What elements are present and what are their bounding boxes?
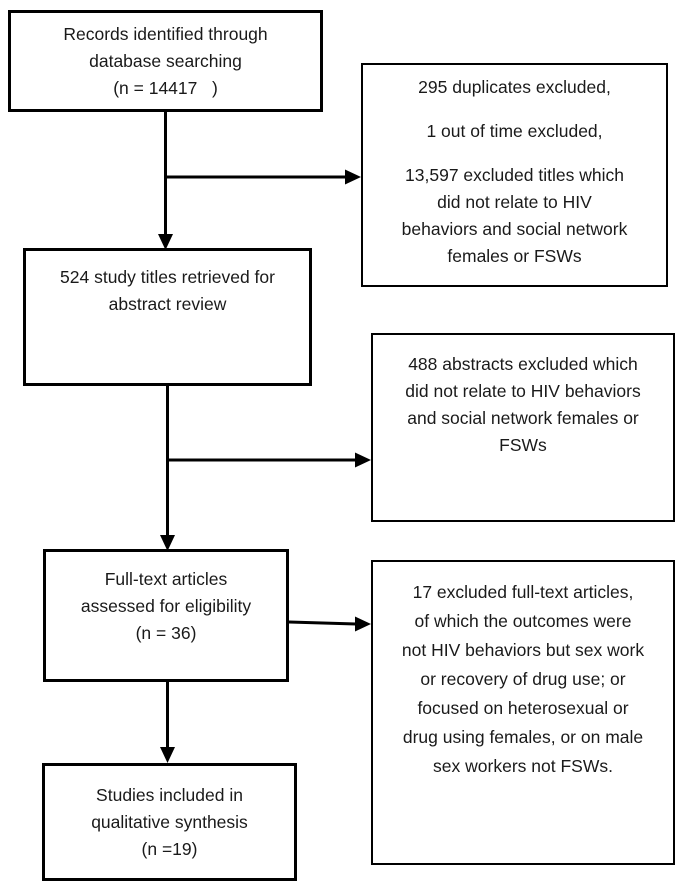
box-text-line: Studies included in xyxy=(96,784,243,805)
box-abstract-review: 524 study titles retrieved for abstract … xyxy=(23,248,312,386)
box-text-line: females or FSWs xyxy=(447,246,582,266)
box-text-line: and social network females or xyxy=(407,408,639,428)
box-studies-included: Studies included in qualitative synthesi… xyxy=(42,763,297,881)
box-text-line: drug using females, or on male xyxy=(402,727,644,747)
box-fulltext-assessed: Full-text articles assessed for eligibil… xyxy=(43,549,289,682)
box-text-line: 295 duplicates excluded, xyxy=(418,77,611,97)
box-text-line: (n = 36) xyxy=(135,623,197,643)
box-text-line: qualitative synthesis xyxy=(91,811,248,832)
box-text-line: 17 excluded full-text articles, xyxy=(412,582,634,602)
box-text-line: 13,597 excluded titles which xyxy=(405,165,624,185)
box-text-line: abstract review xyxy=(108,294,227,314)
arrow-to-fulltext-excluded xyxy=(288,616,371,632)
box-text-line: or recovery of drug use; or xyxy=(420,669,626,689)
box-text-line: 524 study titles retrieved for xyxy=(60,267,275,287)
box-abstracts-excluded: 488 abstracts excluded which did not rel… xyxy=(371,333,675,522)
arrow-abstract-review-to-fulltext xyxy=(160,386,175,551)
box-text-line: of which the outcomes were xyxy=(414,611,632,631)
box-titles-excluded: 295 duplicates excluded, 1 out of time e… xyxy=(361,63,668,287)
box-text-line: 1 out of time excluded, xyxy=(426,121,603,141)
arrow-records-to-abstract-review xyxy=(158,112,173,250)
box-text-line: assessed for eligibility xyxy=(80,596,252,616)
box-text-line: did not relate to HIV behaviors xyxy=(405,381,641,401)
box-records-identified: Records identified through database sear… xyxy=(8,10,323,112)
box-text-line: sex workers not FSWs. xyxy=(433,756,613,776)
box-text-line: 488 abstracts excluded which xyxy=(408,354,638,374)
box-text-line: did not relate to HIV xyxy=(437,192,592,212)
box-text-line: FSWs xyxy=(499,435,547,455)
box-text-line: (n =19) xyxy=(141,838,198,859)
box-text-line: behaviors and social network xyxy=(401,219,628,239)
box-text-line: Records identified through xyxy=(63,23,268,44)
box-text-line: focused on heterosexual or xyxy=(417,698,629,718)
arrow-fulltext-to-included xyxy=(160,682,175,763)
box-text-line: (n = 14417 ) xyxy=(113,77,218,98)
box-text-line: database searching xyxy=(89,50,242,71)
arrow-to-titles-excluded xyxy=(165,169,361,185)
box-text-line: Full-text articles xyxy=(104,569,228,589)
arrow-to-abstracts-excluded xyxy=(167,452,371,468)
box-fulltext-excluded: 17 excluded full-text articles, of which… xyxy=(371,560,675,865)
box-text-line: not HIV behaviors but sex work xyxy=(401,640,645,660)
